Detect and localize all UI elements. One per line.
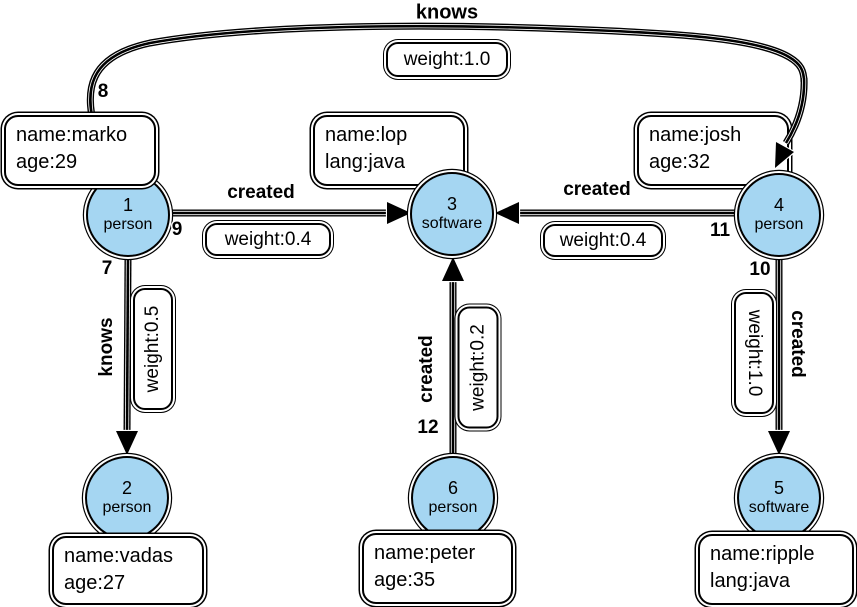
edge-created-1-3	[170, 200, 414, 226]
arrowhead-icon	[492, 200, 521, 226]
edge-created-4-3	[492, 200, 737, 226]
weight-box-created-right: weight:0.4	[543, 224, 663, 257]
edge-id-9: 9	[171, 219, 183, 240]
edge-label-created-rightcol: created	[787, 310, 808, 378]
node-id: 6	[447, 478, 458, 499]
node-type: person	[754, 216, 804, 234]
node-id: 2	[121, 478, 132, 499]
node-2-vadas: 2 person	[85, 456, 169, 540]
edge-id-11: 11	[709, 220, 731, 241]
prop-line: name:josh	[649, 124, 742, 146]
prop-line: name:marko	[16, 124, 128, 146]
props-box-vadas: name:vadas age:27	[52, 536, 204, 605]
weight-value: weight:1.0	[744, 309, 765, 397]
arrowhead-icon	[385, 200, 414, 226]
node-type: person	[428, 499, 478, 517]
prop-line: name:peter	[374, 542, 476, 564]
prop-line: age:32	[649, 151, 711, 173]
node-6-peter: 6 person	[411, 456, 495, 540]
weight-box-created-rightcol: weight:1.0	[734, 292, 774, 414]
edge-label-knows-vertical: knows	[96, 317, 117, 377]
node-type: software	[421, 215, 483, 233]
edge-id-10: 10	[749, 259, 771, 280]
edge-id-8: 8	[97, 81, 109, 102]
weight-value: weight:0.4	[559, 229, 647, 251]
node-1-marko: 1 person	[86, 173, 170, 257]
weight-box-created-left: weight:0.4	[205, 223, 331, 256]
prop-line: name:vadas	[64, 545, 173, 567]
weight-value: weight:0.2	[467, 324, 488, 411]
node-id: 5	[773, 478, 784, 499]
edge-id-12: 12	[417, 417, 439, 438]
edge-label-knows-top: knows	[415, 1, 479, 24]
prop-line: lang:java	[325, 151, 406, 173]
node-3-lop: 3 software	[410, 172, 494, 256]
arrowhead-icon	[440, 254, 466, 283]
props-box-marko: name:marko age:29	[4, 115, 156, 186]
prop-line: age:35	[374, 569, 436, 591]
edge-label-created-middle: created	[416, 335, 437, 403]
weight-value: weight:0.5	[142, 305, 163, 393]
edge-label-created-left: created	[227, 182, 295, 203]
arrowhead-icon	[114, 429, 140, 458]
prop-line: name:ripple	[710, 543, 815, 565]
weight-value: weight:1.0	[403, 48, 491, 70]
node-type: person	[102, 499, 152, 517]
prop-line: age:29	[16, 151, 78, 173]
node-id: 1	[122, 195, 133, 216]
node-id: 4	[773, 195, 784, 216]
weight-box-knows-top: weight:1.0	[386, 42, 508, 77]
props-box-ripple: name:ripple lang:java	[698, 534, 854, 605]
props-box-peter: name:peter age:35	[362, 533, 513, 604]
weight-box-knows-vertical: weight:0.5	[133, 288, 173, 410]
node-4-josh: 4 person	[737, 173, 821, 257]
node-type: software	[748, 499, 810, 517]
weight-box-created-middle: weight:0.2	[457, 306, 499, 429]
edge-id-7: 7	[101, 258, 113, 279]
prop-line: name:lop	[325, 124, 408, 146]
node-5-ripple: 5 software	[737, 456, 821, 540]
weight-value: weight:0.4	[224, 228, 312, 250]
prop-line: lang:java	[710, 570, 791, 592]
node-type: person	[103, 216, 153, 234]
arrowhead-icon	[766, 429, 792, 458]
node-id: 3	[446, 194, 457, 215]
edge-label-created-right: created	[563, 179, 631, 200]
prop-line: age:27	[64, 572, 126, 594]
